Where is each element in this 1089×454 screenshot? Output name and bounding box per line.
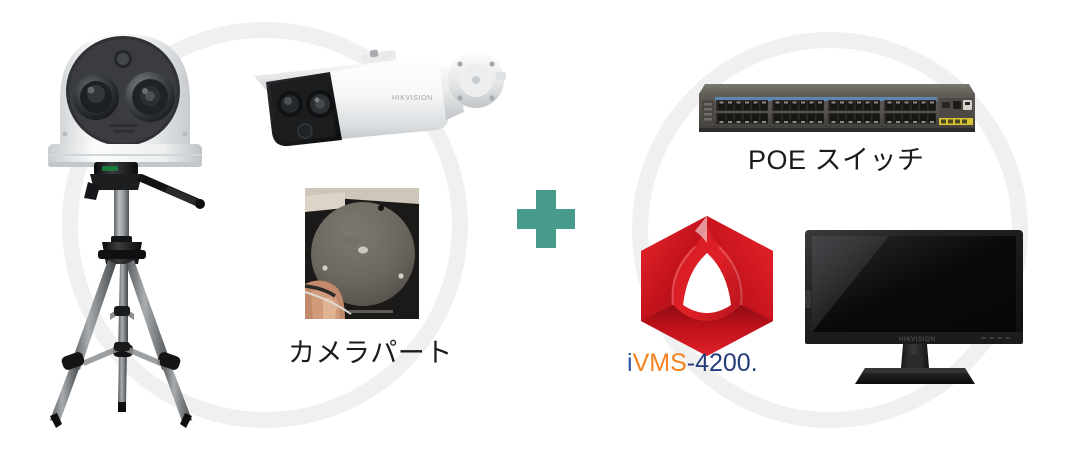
ivms-label-segment-number: -4200. [686, 349, 758, 377]
thermal-turret-camera-on-tripod [48, 34, 205, 428]
tripod-hub [98, 242, 146, 264]
right-background-circle [632, 32, 1028, 428]
lcd-monitor: HIKVISION [805, 230, 1023, 384]
plus-sign [517, 190, 575, 248]
ivms-label-segment-i: i [627, 349, 633, 377]
blackbody-calibration-disc-photo [304, 188, 419, 319]
tripod-legs [50, 260, 192, 428]
poe-network-switch [699, 84, 975, 132]
turret-camera-head [48, 34, 202, 167]
thermal-bullet-camera: HIKVISION [254, 49, 506, 147]
ivms-label-segment-vms: VMS [632, 349, 687, 377]
svg-text:HIKVISION: HIKVISION [392, 95, 433, 102]
ivms-4200-software-logo [641, 216, 773, 356]
poe-switch-label: POE スイッチ [748, 145, 925, 175]
switch-uplink-section [939, 98, 973, 126]
tripod-center-column [114, 190, 129, 242]
camera-part-label: カメラパート [288, 338, 453, 368]
svg-text:HIKVISION: HIKVISION [899, 337, 936, 343]
tripod-head [84, 162, 205, 209]
ivms-4200-label: iVMS-4200. [627, 351, 758, 376]
plus-vertical-bar [536, 190, 556, 248]
rj45-port-array [716, 100, 936, 124]
left-background-circle [62, 22, 468, 428]
